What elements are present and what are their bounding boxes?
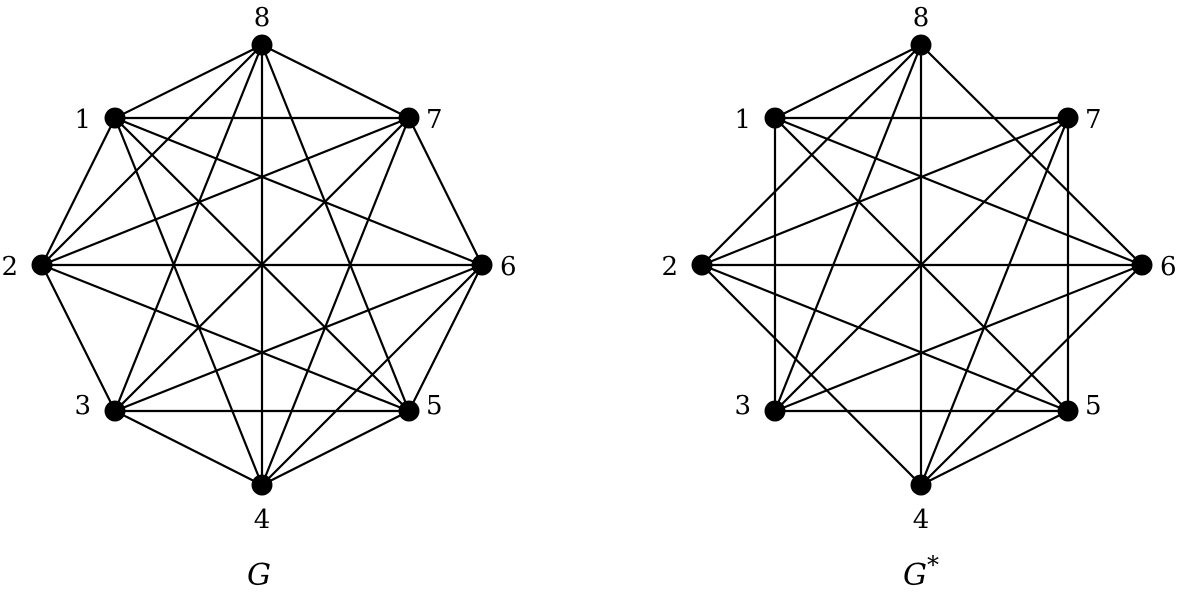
graph-g-star-node-3 — [764, 400, 786, 422]
graph-g-star-node-6 — [1131, 254, 1153, 276]
graph-g-node-5 — [398, 400, 420, 422]
graph-g-star-node-label-3: 3 — [734, 391, 751, 421]
graph-g-node-3 — [104, 400, 126, 422]
graph-g-star-node-label-2: 2 — [661, 252, 678, 282]
graph-g-node-label-2: 2 — [1, 252, 18, 282]
graph-g-star-node-7 — [1057, 107, 1079, 129]
graph-g-star-edge-3-8 — [773, 43, 923, 413]
graph-g-node-label-6: 6 — [500, 252, 517, 282]
graph-g-star-nodes — [691, 34, 1153, 496]
graph-g-node-label-7: 7 — [426, 105, 443, 135]
graph-g-title: G — [247, 558, 271, 593]
graph-g-star-node-label-4: 4 — [913, 505, 930, 535]
graph-g-star-node-1 — [764, 107, 786, 129]
graph-g-node-2 — [31, 254, 53, 276]
graph-g-star-title: G* — [903, 551, 939, 593]
graph-g-star-node-label-5: 5 — [1085, 391, 1102, 421]
graph-g-node-label-1: 1 — [74, 105, 91, 135]
graph-g-star-edge-1-8 — [773, 43, 923, 120]
graph-g-star-edge-2-5 — [700, 263, 1070, 413]
graph-g-edge-2-5 — [40, 263, 411, 413]
graph-g-star-edge-4-6 — [919, 263, 1144, 487]
graph-g-edge-3-4 — [113, 409, 264, 487]
graph-g-node-8 — [251, 34, 273, 56]
graph-g-node-6 — [471, 254, 493, 276]
graph-g-nodes — [31, 34, 493, 496]
graph-g-node-7 — [398, 107, 420, 129]
graph-g-node-labels: 1 2 3 4 5 6 7 8 — [1, 3, 516, 535]
graph-g-star-edge-4-7 — [919, 116, 1070, 487]
graph-g-edge-2-7 — [40, 116, 411, 267]
graph-g-star-node-8 — [910, 34, 932, 56]
graph-g-edge-4-5 — [260, 409, 411, 487]
graph-g-edge-3-6 — [113, 263, 484, 413]
graph-g-star-node-label-7: 7 — [1085, 105, 1102, 135]
graph-g-edge-4-7 — [260, 116, 411, 487]
graph-g-node-label-3: 3 — [74, 391, 91, 421]
graph-g-node-label-5: 5 — [426, 391, 443, 421]
graph-g-star-edge-2-8 — [700, 43, 923, 267]
graph-g-star: 1 2 3 4 5 6 7 8 G* — [661, 3, 1176, 593]
graph-g-node-1 — [104, 107, 126, 129]
graph-g-star-edge-3-6 — [773, 263, 1144, 413]
graph-g-star-edges — [700, 43, 1144, 487]
graph-g-star-node-labels: 1 2 3 4 5 6 7 8 — [661, 3, 1176, 535]
graph-g-edge-5-6 — [407, 263, 484, 413]
graph-g-node-4 — [251, 474, 273, 496]
graph-g-star-edge-2-7 — [700, 116, 1070, 267]
graph-g-edge-1-4 — [113, 116, 264, 487]
graph-g-edges — [40, 43, 484, 487]
graph-g-edge-2-3 — [40, 263, 117, 413]
graph-g-edge-5-8 — [260, 43, 411, 413]
graph-g-star-node-label-8: 8 — [913, 3, 930, 33]
graph-g-star-node-label-1: 1 — [734, 105, 751, 135]
graph-g-edge-7-8 — [260, 43, 411, 120]
graph-g-star-node-label-6: 6 — [1160, 252, 1177, 282]
graph-g-node-label-8: 8 — [254, 3, 271, 33]
graph-g-star-node-2 — [691, 254, 713, 276]
graph-g-star-edge-1-6 — [773, 116, 1144, 267]
graph-g-star-node-4 — [910, 474, 932, 496]
graph-g-edge-1-6 — [113, 116, 484, 267]
graph-g-edge-4-6 — [260, 263, 484, 487]
graph-g-star-edge-4-5 — [919, 409, 1070, 487]
graph-g-edge-1-8 — [113, 43, 264, 120]
graph-g-node-label-4: 4 — [254, 505, 271, 535]
graph-g-star-node-5 — [1057, 400, 1079, 422]
graph-g-star-edge-6-8 — [919, 43, 1144, 267]
graph-g-edge-6-7 — [407, 116, 484, 267]
graph-g-edge-3-8 — [113, 43, 264, 413]
graph-g-edge-1-2 — [40, 116, 117, 267]
graph-g-edge-2-8 — [40, 43, 264, 267]
graph-g: 1 2 3 4 5 6 7 8 G — [1, 3, 516, 593]
